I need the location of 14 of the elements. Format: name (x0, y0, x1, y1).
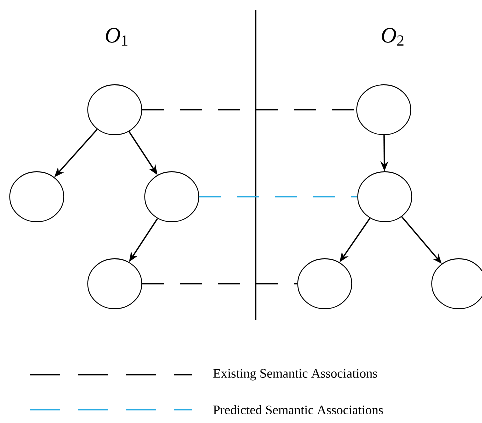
association-line (142, 109, 357, 111)
tree-node-circle (358, 172, 412, 222)
tree-node-circle (10, 172, 64, 222)
legend-text: Existing Semantic Associations (214, 369, 378, 381)
legend-text: Predicted Semantic Associations (214, 405, 384, 415)
tree-node-circle (144, 172, 200, 222)
association-line (142, 283, 298, 285)
tree-label: O$_{1}$ (106, 28, 128, 46)
association-line (199, 196, 358, 198)
tree-node-circle (88, 84, 142, 136)
tree-node-circle (88, 258, 142, 310)
tree-label: O$_{2}$ (382, 28, 404, 46)
tree-node-circle (356, 84, 412, 136)
tree-node-circle (298, 258, 352, 310)
